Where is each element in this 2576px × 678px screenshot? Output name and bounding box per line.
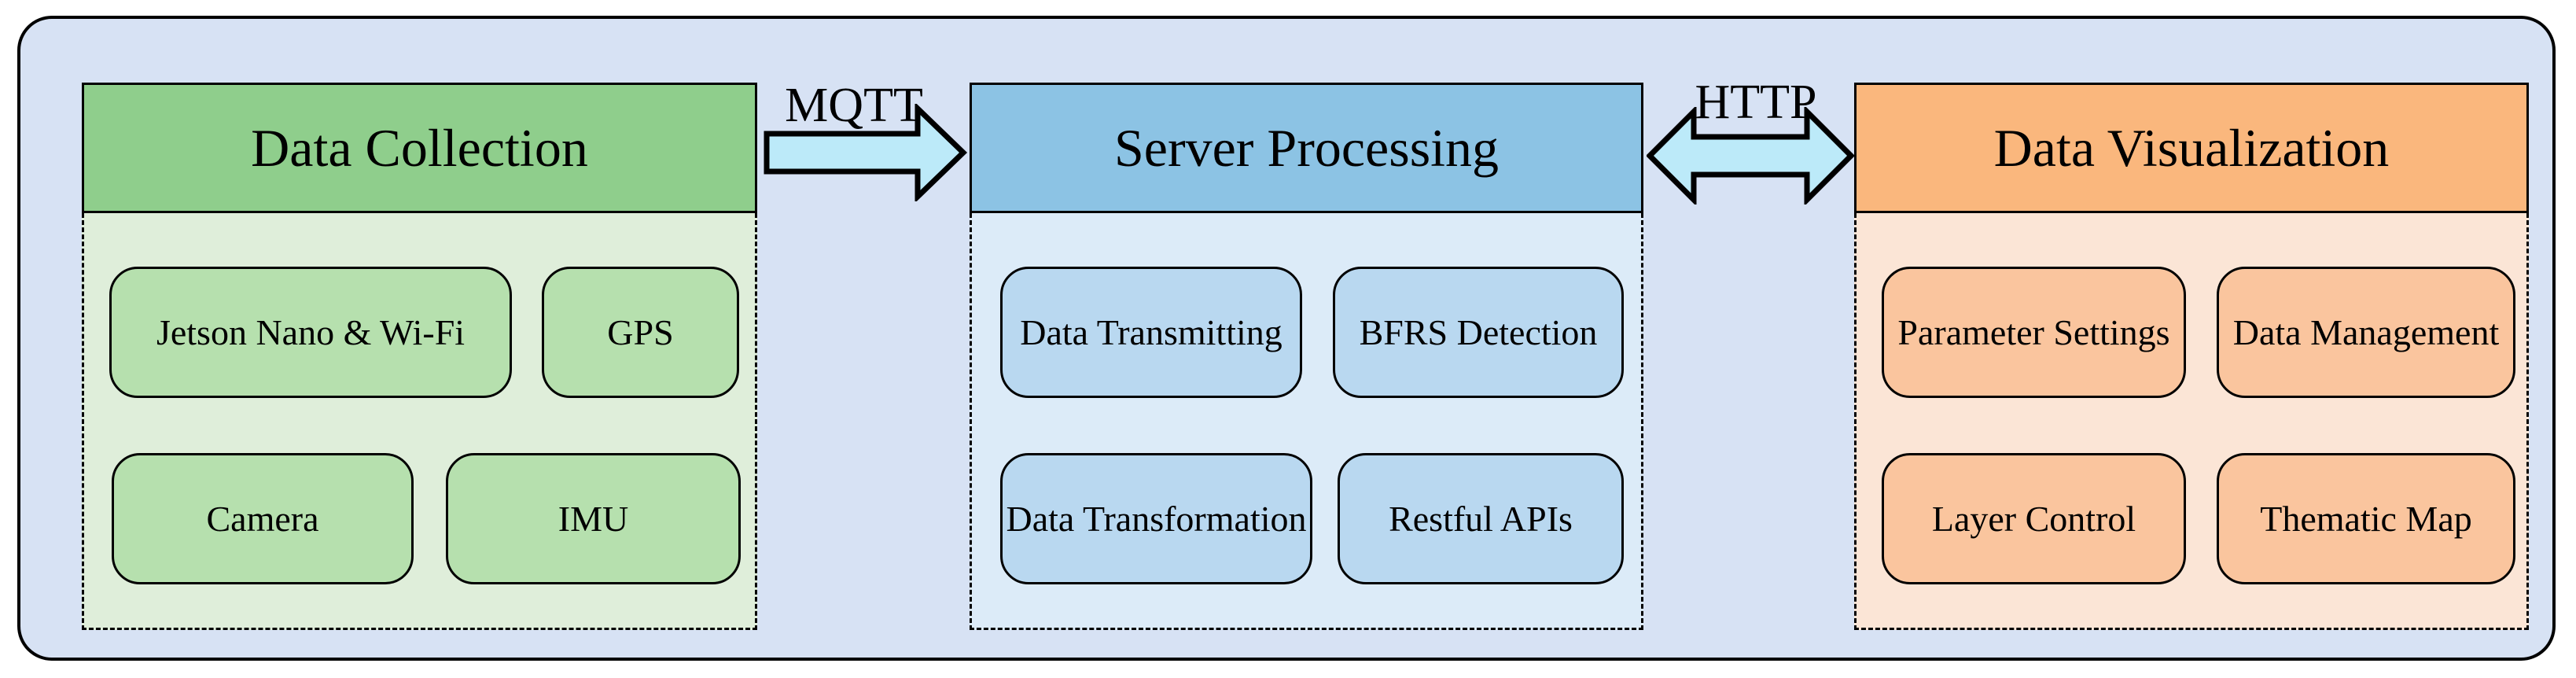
panel-data-visualization-title: Data Visualization xyxy=(1993,117,2390,178)
box-restful-apis: Restful APIs xyxy=(1338,453,1624,584)
mqtt-connector-label: MQTT xyxy=(785,79,923,132)
panel-data-visualization-body: Parameter Settings Data Management Layer… xyxy=(1854,213,2529,630)
box-data-transmitting-label: Data Transmitting xyxy=(1020,312,1282,352)
box-data-management-label: Data Management xyxy=(2232,312,2500,352)
panel-server-processing-title: Server Processing xyxy=(1113,117,1500,178)
box-gps-label: GPS xyxy=(607,312,674,352)
panel-data-collection: Data Collection Jetson Nano & Wi-Fi GPS … xyxy=(82,83,757,630)
box-bfrs-detection-label: BFRS Detection xyxy=(1359,312,1598,352)
panel-data-collection-body: Jetson Nano & Wi-Fi GPS Camera IMU xyxy=(82,213,757,630)
mqtt-arrow-right-icon xyxy=(764,104,968,201)
panel-data-collection-title: Data Collection xyxy=(251,117,588,178)
panel-server-processing-header: Server Processing xyxy=(970,83,1643,213)
box-layer-control: Layer Control xyxy=(1882,453,2186,584)
box-imu: IMU xyxy=(446,453,741,584)
http-arrow-bidirectional-icon xyxy=(1647,107,1854,205)
box-data-transmitting: Data Transmitting xyxy=(1000,267,1302,398)
box-parameter-settings-label: Parameter Settings xyxy=(1897,312,2170,352)
box-camera-label: Camera xyxy=(206,499,319,539)
box-data-transformation: Data Transformation xyxy=(1000,453,1312,584)
box-camera: Camera xyxy=(112,453,414,584)
box-gps: GPS xyxy=(542,267,739,398)
box-thematic-map-label: Thematic Map xyxy=(2260,499,2472,539)
box-layer-control-label: Layer Control xyxy=(1931,499,2136,539)
box-imu-label: IMU xyxy=(558,499,629,539)
http-connector-label: HTTP xyxy=(1695,76,1817,129)
diagram-outer-frame: Data Collection Jetson Nano & Wi-Fi GPS … xyxy=(17,16,2556,661)
panel-data-visualization: Data Visualization Parameter Settings Da… xyxy=(1854,83,2529,630)
box-jetson-nano-wifi-label: Jetson Nano & Wi-Fi xyxy=(156,312,466,352)
box-parameter-settings: Parameter Settings xyxy=(1882,267,2186,398)
panel-server-processing-body: Data Transmitting BFRS Detection Data Tr… xyxy=(970,213,1643,630)
panel-data-visualization-header: Data Visualization xyxy=(1854,83,2529,213)
box-jetson-nano-wifi: Jetson Nano & Wi-Fi xyxy=(109,267,512,398)
box-thematic-map: Thematic Map xyxy=(2217,453,2515,584)
box-data-management: Data Management xyxy=(2217,267,2515,398)
box-restful-apis-label: Restful APIs xyxy=(1389,499,1573,539)
panel-data-collection-header: Data Collection xyxy=(82,83,757,213)
panel-server-processing: Server Processing Data Transmitting BFRS… xyxy=(970,83,1643,630)
box-data-transformation-label: Data Transformation xyxy=(1006,499,1307,539)
box-bfrs-detection: BFRS Detection xyxy=(1333,267,1624,398)
